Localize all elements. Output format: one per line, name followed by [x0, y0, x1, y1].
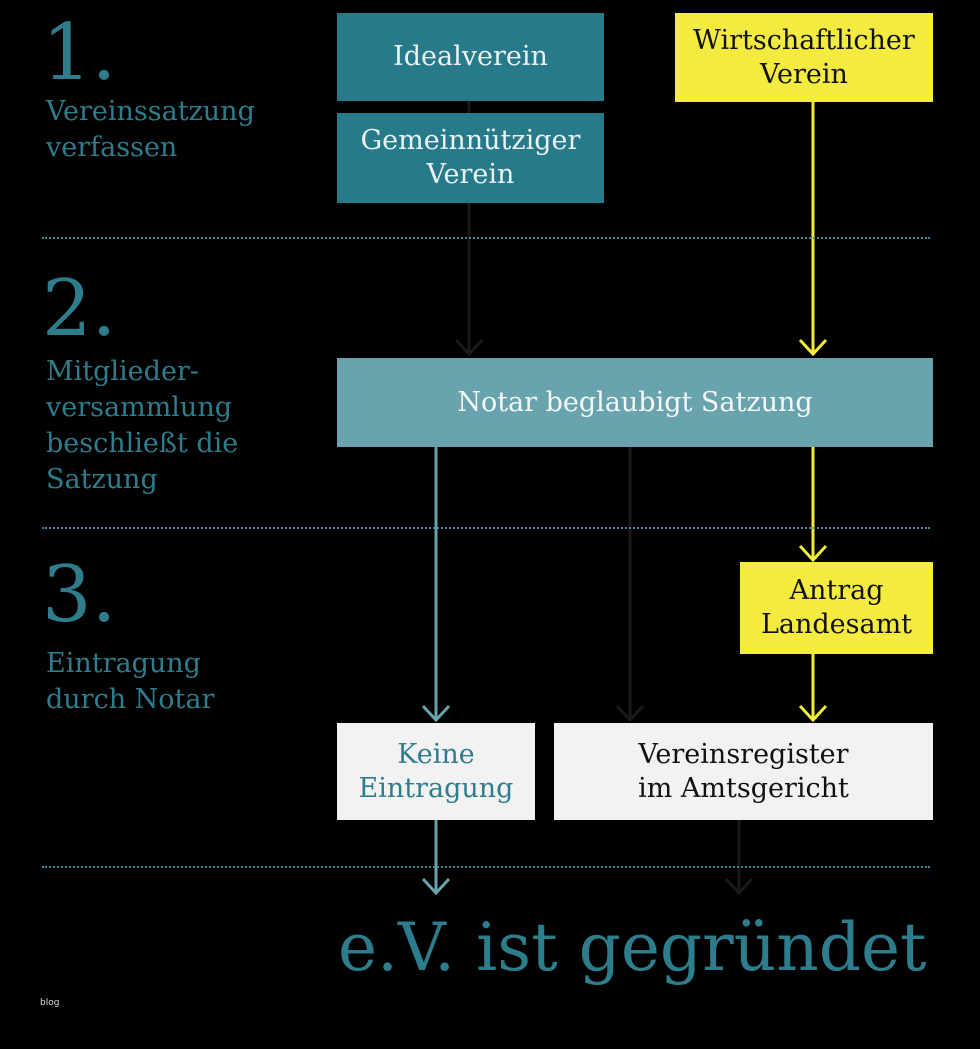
arrow-notar-to-antrag [798, 447, 828, 563]
step-2-label-line: beschließt die [46, 428, 239, 459]
box-gemeinnuetziger-label: Verein [426, 159, 515, 190]
arrow-wirtschaft-to-notar [798, 102, 828, 357]
step-2-number: 2. [42, 264, 117, 354]
step-2-label-line: versammlung [46, 392, 232, 423]
box-gemeinnuetziger-verein: Gemeinnütziger Verein [337, 113, 604, 203]
arrow-register-down [724, 820, 754, 896]
box-idealverein: Idealverein [337, 13, 604, 101]
arrow-notar-to-keine [421, 447, 451, 723]
arrow-keine-down [421, 820, 451, 896]
arrow-antrag-to-register [798, 654, 828, 723]
step-3-label-line: Eintragung [46, 648, 201, 679]
box-antrag-label: Antrag [789, 575, 884, 606]
step-2-label-line: Mitglieder- [46, 356, 199, 387]
box-vereinsregister: Vereinsregister im Amtsgericht [554, 723, 933, 820]
box-wirtschaftlicher-verein: Wirtschaftlicher Verein [675, 13, 933, 102]
box-gemeinnuetziger-label: Gemeinnütziger [360, 125, 581, 156]
arrow-notar-to-register [615, 447, 645, 723]
box-wirtschaftlicher-label: Verein [760, 58, 848, 90]
step-1-label: Vereinssatzung verfassen [46, 94, 255, 166]
box-keine-label: Eintragung [358, 772, 514, 804]
divider-3 [42, 866, 930, 868]
step-3-number: 3. [42, 550, 117, 640]
result-title: e.V. ist gegründet [338, 909, 927, 986]
step-2-label: Mitglieder- versammlung beschließt die S… [46, 354, 238, 498]
box-antrag-label: Landesamt [760, 609, 913, 640]
box-notar-label: Notar beglaubigt Satzung [457, 386, 813, 418]
box-keine-eintragung: Keine Eintragung [337, 723, 535, 820]
box-register-label: Vereinsregister [638, 738, 849, 770]
divider-2 [42, 527, 930, 529]
step-3-label-line: durch Notar [46, 684, 215, 715]
step-1-label-line: verfassen [46, 132, 178, 163]
step-2-label-line: Satzung [46, 464, 158, 495]
footnote-text: blog [40, 998, 60, 1008]
box-notar-beglaubigt: Notar beglaubigt Satzung [337, 358, 933, 447]
step-3-label: Eintragung durch Notar [46, 646, 214, 718]
box-wirtschaftlicher-label: Wirtschaftlicher [693, 24, 915, 56]
box-keine-label: Keine [397, 738, 475, 770]
box-idealverein-label: Idealverein [393, 41, 548, 72]
step-1-label-line: Vereinssatzung [46, 96, 255, 127]
box-antrag-landesamt: Antrag Landesamt [740, 562, 933, 654]
divider-1 [42, 237, 930, 239]
step-1-number: 1. [42, 8, 117, 98]
box-register-label: im Amtsgericht [638, 772, 849, 804]
